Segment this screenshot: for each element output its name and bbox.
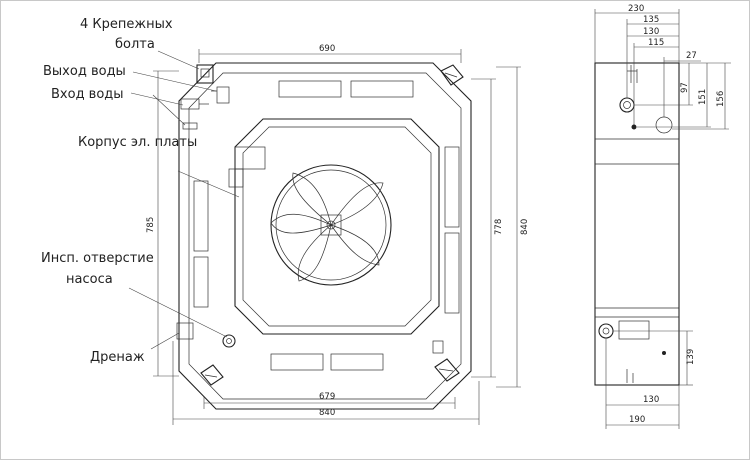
- dim-side-130-top: 130: [643, 27, 659, 37]
- fan-hub: [320, 214, 342, 236]
- water-outlet-pipe: [211, 86, 230, 104]
- dim-bottom-outer: 840: [319, 408, 335, 418]
- leader-lines: [128, 50, 240, 350]
- side-water-connection: [619, 97, 635, 113]
- fan-blades: [270, 172, 384, 282]
- fan-chamber-inner: [242, 126, 432, 327]
- fan-outer-ring: [270, 164, 392, 286]
- bolt-bracket-top-left: [196, 64, 214, 84]
- dim-height-inner: 778: [494, 219, 504, 235]
- right-slot-top: [444, 146, 460, 228]
- side-top-port: [655, 116, 673, 134]
- dim-side-230: 230: [628, 4, 644, 14]
- fan-hub-center: [326, 220, 336, 230]
- dim-side-135: 135: [643, 15, 659, 25]
- label-water-out: Выход воды: [43, 64, 126, 79]
- drain-outlet: [176, 322, 194, 340]
- label-pump-line1: Инсп. отверстие: [41, 251, 154, 266]
- fan-inner-ring: [275, 169, 387, 281]
- bolt-bracket-bottom-left: [200, 364, 224, 386]
- bottom-slot-right: [330, 353, 384, 371]
- pcb-housing-box: [234, 146, 266, 170]
- dim-side-190: 190: [629, 415, 645, 425]
- dim-top-width: 690: [319, 44, 335, 54]
- label-bolts-line2: болта: [115, 37, 155, 52]
- dim-side-115: 115: [648, 38, 664, 48]
- callout-labels: 4 Крепежных болта Выход воды Вход воды К…: [41, 17, 197, 365]
- fan-chamber-outline: [234, 118, 440, 335]
- front-view: [176, 62, 472, 410]
- pump-inspection-hole: [222, 334, 236, 348]
- side-bottom-box: [618, 320, 650, 340]
- outer-body-outline: [178, 62, 472, 410]
- fitting-small: [182, 122, 198, 130]
- top-slot-right: [350, 80, 414, 98]
- side-drain-point: [631, 124, 637, 130]
- dim-height-outer: 840: [520, 219, 530, 235]
- top-slot-left: [278, 80, 342, 98]
- left-slot-bottom: [193, 256, 209, 308]
- drain-connector-right: [432, 340, 444, 354]
- front-dimensions: 690 785 778 840 679 840: [146, 44, 530, 425]
- dim-side-139: 139: [686, 349, 696, 365]
- pcb-housing-tab: [228, 168, 244, 188]
- dim-side-27: 27: [686, 51, 697, 61]
- label-water-in: Вход воды: [51, 87, 124, 102]
- side-dimensions: 230 135 130 115 27 97 151 156 139: [594, 4, 731, 429]
- side-bottom-connection: [598, 323, 614, 339]
- label-bolts-line1: 4 Крепежных: [80, 17, 173, 32]
- bottom-slot-left: [270, 353, 324, 371]
- label-pcb-housing: Корпус эл. платы: [78, 135, 197, 150]
- dim-side-156: 156: [716, 91, 726, 107]
- right-slot-bottom: [444, 232, 460, 314]
- dim-side-151: 151: [698, 89, 708, 105]
- dim-height-left: 785: [146, 217, 156, 233]
- label-pump-line2: насоса: [66, 272, 113, 287]
- dim-side-130-bottom: 130: [643, 395, 659, 405]
- left-slot-top: [193, 180, 209, 252]
- dim-side-97: 97: [680, 82, 690, 93]
- water-inlet-pipe: [180, 98, 209, 110]
- dim-bottom-inner: 679: [319, 392, 335, 402]
- bolt-bracket-top-right: [440, 64, 464, 86]
- side-view: [594, 62, 680, 386]
- label-drain: Дренаж: [90, 350, 145, 365]
- bolt-bracket-bottom-right: [434, 358, 460, 382]
- side-body-outline: [594, 62, 680, 386]
- inner-body-outline: [188, 72, 462, 400]
